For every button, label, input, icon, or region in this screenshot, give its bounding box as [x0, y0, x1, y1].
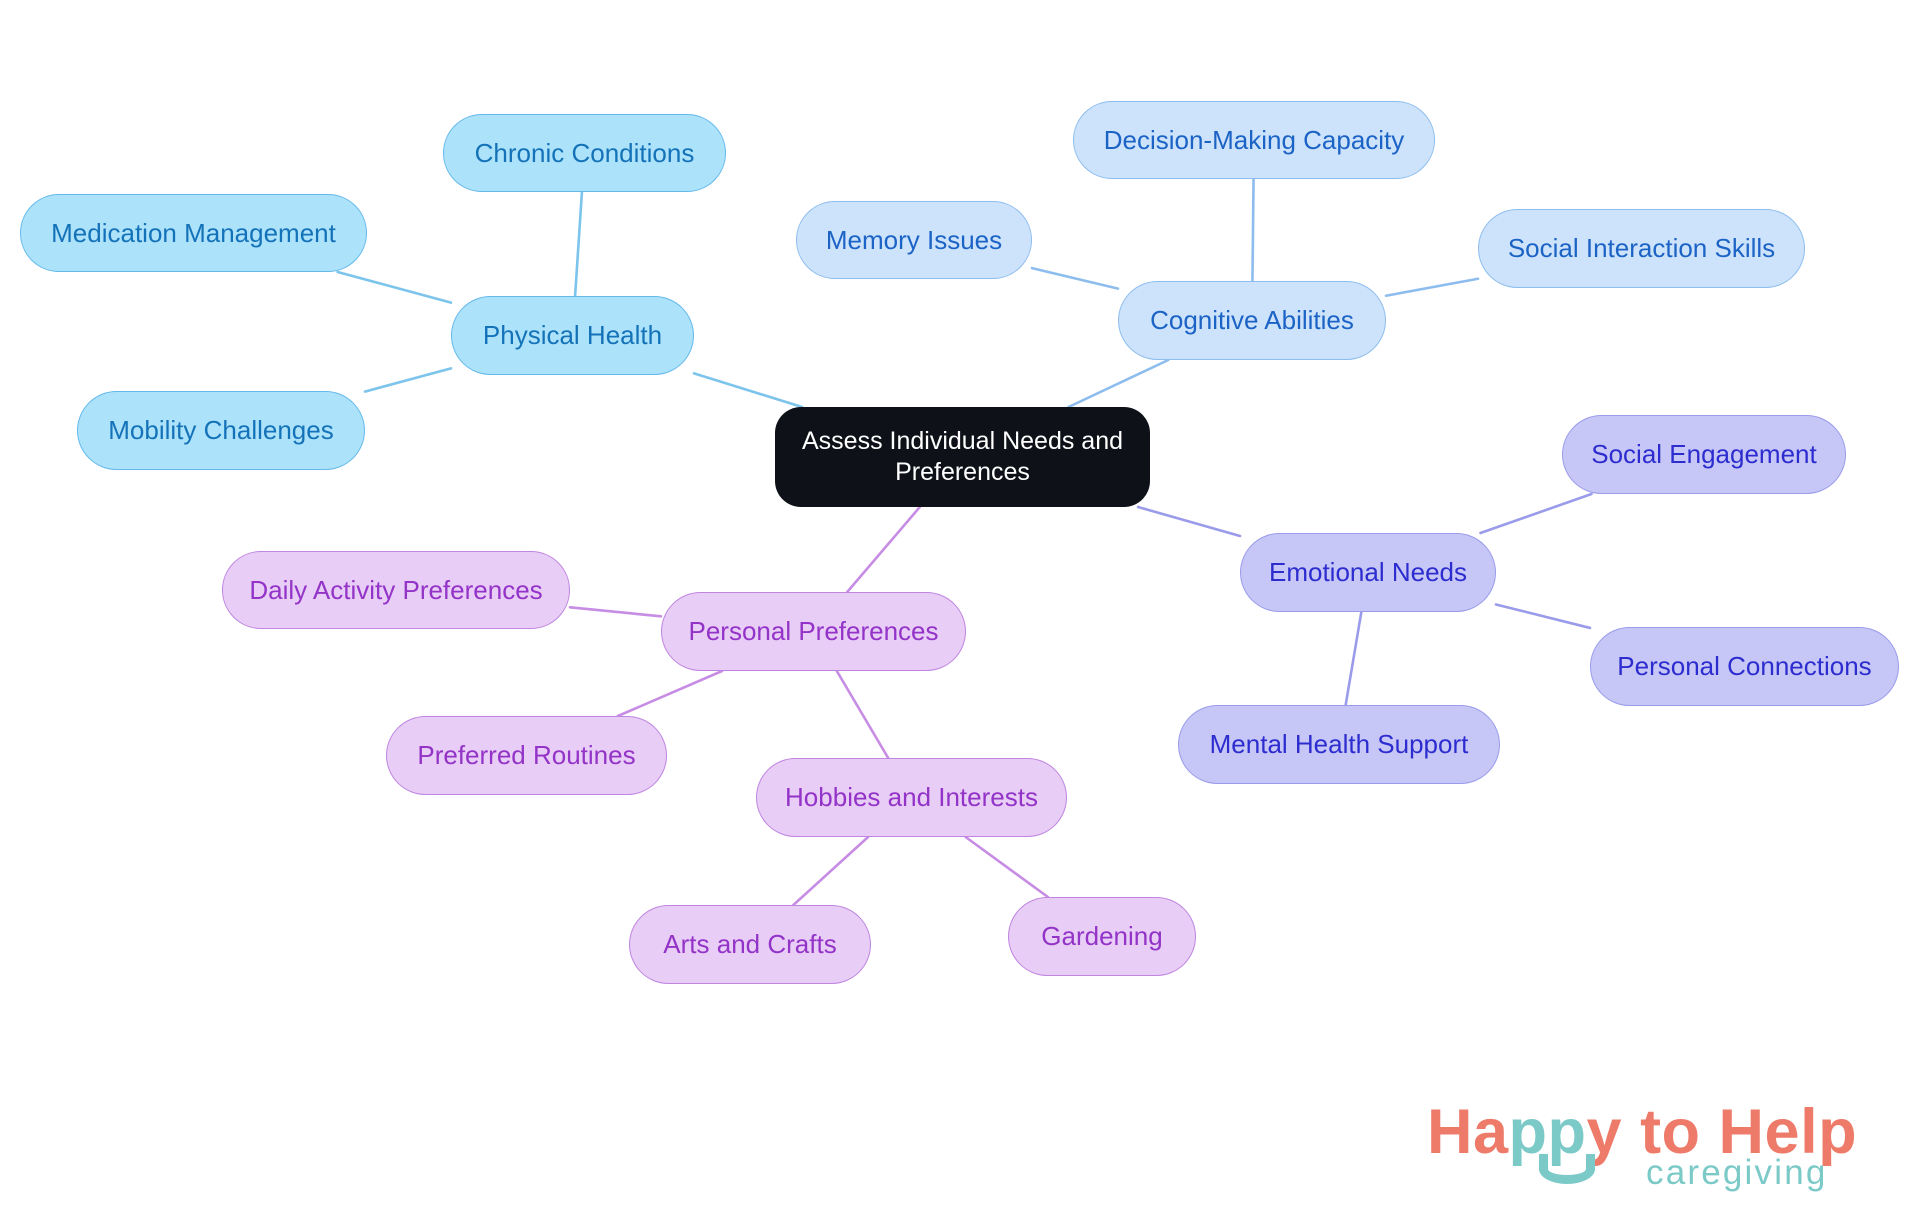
node-label: Decision-Making Capacity — [1103, 124, 1405, 155]
edge-root-to-physical-health — [692, 372, 804, 409]
edge-emotional-needs-to-social-engagement — [1479, 492, 1593, 535]
smile-icon — [1539, 1154, 1595, 1184]
logo-to-help: to Help — [1622, 1097, 1858, 1167]
node-label: Mobility Challenges — [108, 415, 334, 446]
node-label: Medication Management — [51, 217, 336, 248]
node-label: Physical Health — [482, 320, 663, 351]
edge-emotional-needs-to-mental-health-support — [1344, 610, 1363, 707]
node-label: Cognitive Abilities — [1150, 305, 1354, 336]
node-root[interactable]: Assess Individual Needs and Preferences — [775, 407, 1150, 507]
node-personal-connections[interactable]: Personal Connections — [1590, 627, 1899, 706]
edge-cognitive-abilities-to-decision-making-capacity — [1251, 177, 1255, 283]
node-label: Memory Issues — [825, 224, 1003, 255]
node-mobility-challenges[interactable]: Mobility Challenges — [77, 391, 365, 470]
edge-root-to-emotional-needs — [1136, 505, 1242, 538]
node-chronic-conditions[interactable]: Chronic Conditions — [443, 114, 726, 192]
node-label: Gardening — [1041, 921, 1163, 952]
edge-physical-health-to-mobility-challenges — [363, 367, 453, 393]
node-memory-issues[interactable]: Memory Issues — [796, 201, 1032, 279]
node-label: Hobbies and Interests — [785, 782, 1038, 813]
edge-root-to-cognitive-abilities — [1067, 358, 1170, 409]
node-label: Preferred Routines — [417, 740, 636, 771]
logo-tagline: caregiving — [1646, 1153, 1828, 1192]
node-physical-health[interactable]: Physical Health — [451, 296, 694, 375]
brand-logo: Happy to Help caregiving — [1427, 1096, 1897, 1206]
node-medication-management[interactable]: Medication Management — [20, 194, 367, 272]
node-label: Social Interaction Skills — [1507, 233, 1776, 264]
node-label: Chronic Conditions — [474, 137, 695, 168]
node-preferred-routines[interactable]: Preferred Routines — [386, 716, 667, 795]
node-daily-activity-preferences[interactable]: Daily Activity Preferences — [222, 551, 570, 629]
node-label: Personal Connections — [1617, 651, 1872, 682]
node-cognitive-abilities[interactable]: Cognitive Abilities — [1118, 281, 1386, 360]
node-gardening[interactable]: Gardening — [1008, 897, 1196, 976]
edge-personal-preferences-to-hobbies-and-interests — [835, 669, 890, 760]
edge-personal-preferences-to-preferred-routines — [616, 669, 724, 718]
edge-emotional-needs-to-personal-connections — [1494, 603, 1592, 630]
node-label: Assess Individual Needs and Preferences — [801, 427, 1124, 486]
edge-root-to-personal-preferences — [845, 505, 922, 594]
node-label: Daily Activity Preferences — [249, 574, 543, 605]
edge-hobbies-and-interests-to-arts-and-crafts — [792, 835, 870, 907]
node-label: Personal Preferences — [688, 616, 939, 647]
edge-physical-health-to-chronic-conditions — [573, 190, 584, 298]
edge-physical-health-to-medication-management — [336, 270, 453, 304]
node-personal-preferences[interactable]: Personal Preferences — [661, 592, 966, 671]
node-label: Emotional Needs — [1269, 557, 1467, 588]
node-emotional-needs[interactable]: Emotional Needs — [1240, 533, 1496, 612]
node-label: Mental Health Support — [1209, 729, 1469, 760]
node-social-interaction-skills[interactable]: Social Interaction Skills — [1478, 209, 1805, 288]
node-hobbies-and-interests[interactable]: Hobbies and Interests — [756, 758, 1067, 837]
edge-cognitive-abilities-to-memory-issues — [1030, 266, 1120, 290]
node-social-engagement[interactable]: Social Engagement — [1562, 415, 1846, 494]
logo-ha: Ha — [1427, 1097, 1509, 1167]
node-label: Social Engagement — [1591, 439, 1817, 470]
logo-wordmark: Happy to Help — [1427, 1096, 1857, 1168]
edge-hobbies-and-interests-to-gardening — [964, 835, 1050, 899]
node-label: Arts and Crafts — [663, 929, 837, 960]
node-decision-making-capacity[interactable]: Decision-Making Capacity — [1073, 101, 1435, 179]
edge-personal-preferences-to-daily-activity-preferences — [568, 605, 663, 618]
node-mental-health-support[interactable]: Mental Health Support — [1178, 705, 1500, 784]
node-arts-and-crafts[interactable]: Arts and Crafts — [629, 905, 871, 984]
edge-cognitive-abilities-to-social-interaction-skills — [1384, 277, 1480, 298]
